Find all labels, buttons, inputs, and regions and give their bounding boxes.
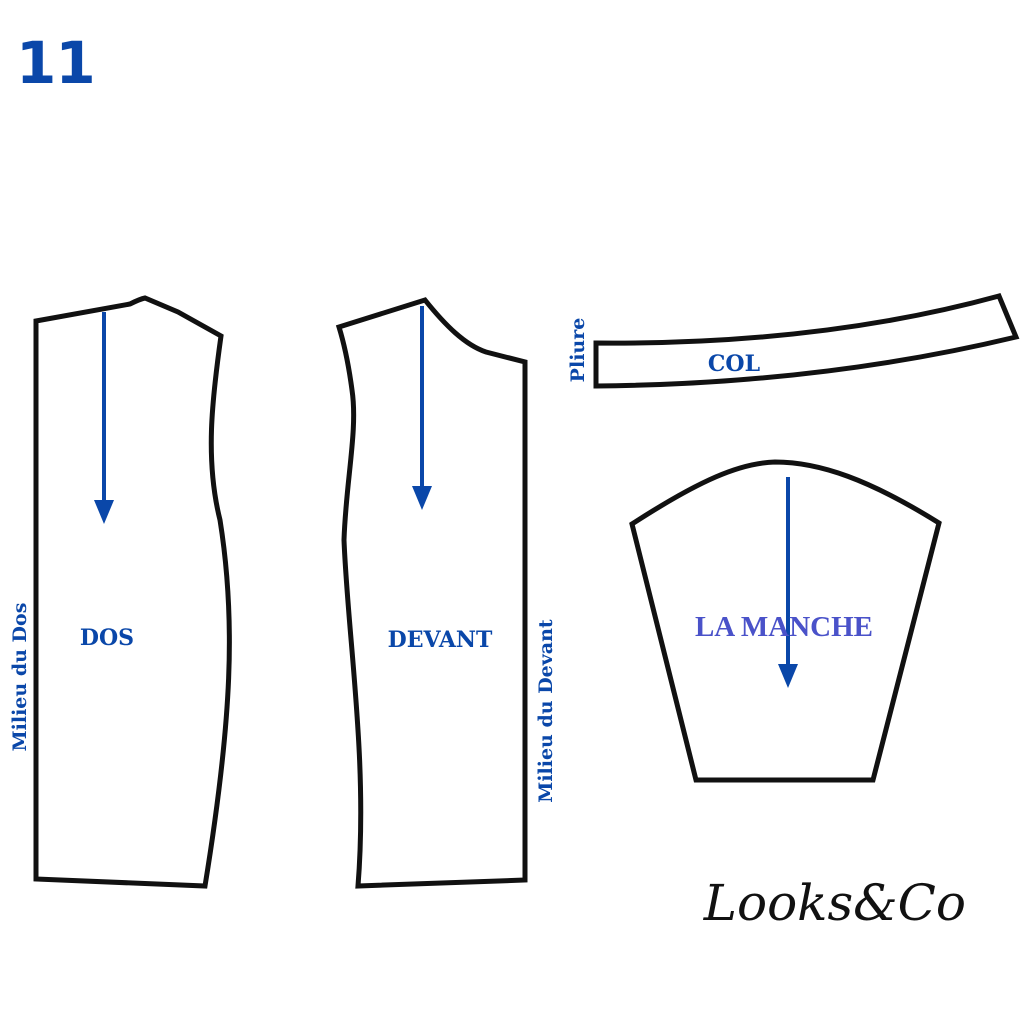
dos-label: DOS [80,625,134,651]
manche-grain-arrow-icon [778,664,798,688]
step-number: 11 [16,29,96,97]
manche-outline [629,459,942,783]
dos-grain-arrow-icon [94,500,114,524]
devant-grain-arrow-icon [412,486,432,510]
dos-side-label: Milieu du Dos [9,603,31,752]
devant-side-label: Milieu du Devant [535,619,557,803]
col-side-label: Pliure [567,318,589,383]
piece-devant: DEVANT Milieu du Devant [335,297,557,889]
looks-co-logo: Looks&Co [703,874,966,932]
devant-outline [335,297,528,889]
piece-manche: LA MANCHE [629,459,942,783]
piece-dos: DOS Milieu du Dos [9,295,232,889]
col-label: COL [708,351,760,377]
col-outline [593,293,1020,389]
manche-label: LA MANCHE [695,611,873,643]
dos-outline [33,295,232,889]
devant-label: DEVANT [388,627,493,653]
piece-col: COL Pliure [567,293,1020,389]
